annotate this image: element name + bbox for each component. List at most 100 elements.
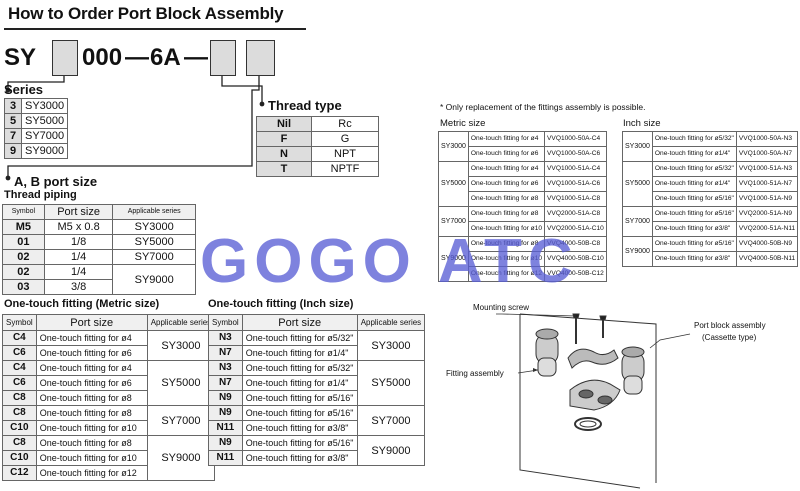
code-prefix: SY xyxy=(4,44,37,71)
code-mid: 000 xyxy=(82,44,123,71)
table-row: One-touch fitting for ø1/4"VVQ1000-51A-N… xyxy=(623,176,799,192)
symbol-cell: N3 xyxy=(208,330,243,346)
thread-value: G xyxy=(311,131,379,147)
fitting-size-cell: One-touch fitting for ø1/4" xyxy=(651,146,737,162)
fitting-size-cell: One-touch fitting for ø1/4" xyxy=(651,176,737,192)
thread-key: N xyxy=(256,146,312,162)
thread-key: T xyxy=(256,161,312,177)
fitting-size-cell: One-touch fitting for ø12 xyxy=(467,266,546,282)
series-cell: SY3000 xyxy=(112,219,196,235)
part-number-cell: VVQ1000-50A-C4 xyxy=(544,131,607,147)
symbol-cell: C4 xyxy=(2,360,37,376)
series-cell: SY5000 xyxy=(112,234,196,250)
series-cell: SY5000 xyxy=(146,360,216,406)
series-value: SY5000 xyxy=(20,113,69,129)
symbol-cell: 02 xyxy=(2,249,45,265)
metric-size-label: Metric size xyxy=(440,118,486,129)
part-number-cell: VVQ1000-51A-C4 xyxy=(544,161,607,177)
fitting-size-cell: One-touch fitting for ø4 xyxy=(467,161,546,177)
thread-value: NPTF xyxy=(311,161,379,177)
symbol-cell: C4 xyxy=(2,330,37,346)
series-cell: SY3000 xyxy=(622,131,653,162)
size-cell: One-touch fitting for ø8 xyxy=(35,405,148,421)
symbol-cell: N9 xyxy=(208,435,243,451)
series-cell: SY9000 xyxy=(146,435,216,481)
fitting-size-cell: One-touch fitting for ø5/16" xyxy=(651,236,737,252)
series-key: 5 xyxy=(4,113,22,129)
part-number-cell: VVQ2000-51A-N11 xyxy=(735,221,799,237)
size-cell: 3/8 xyxy=(43,279,114,295)
part-number-cell: VVQ1000-51A-N7 xyxy=(735,176,799,192)
symbol-cell: N7 xyxy=(208,375,243,391)
metric-fitting-label: One-touch fitting (Metric size) xyxy=(4,298,160,310)
series-cell: SY9000 xyxy=(438,236,469,282)
series-cell: SY5000 xyxy=(356,360,426,406)
fitting-size-cell: One-touch fitting for ø3/8" xyxy=(651,251,737,267)
col-header: Symbol xyxy=(2,204,45,220)
fitting-size-cell: One-touch fitting for ø5/16" xyxy=(651,206,737,222)
part-number-cell: VVQ1000-50A-N3 xyxy=(735,131,799,147)
size-cell: One-touch fitting for ø3/8" xyxy=(241,450,358,466)
thread-key: F xyxy=(256,131,312,147)
part-number-cell: VVQ1000-51A-C8 xyxy=(544,191,607,207)
ab-port-label: A, B port size xyxy=(14,174,98,189)
thread-code-box xyxy=(210,40,236,76)
port-block-sub-label: (Cassette type) xyxy=(702,333,757,342)
size-cell: One-touch fitting for ø6 xyxy=(35,375,148,391)
symbol-cell: 03 xyxy=(2,279,45,295)
symbol-cell: C10 xyxy=(2,420,37,436)
port-block-diagram xyxy=(496,313,691,489)
size-cell: One-touch fitting for ø5/16" xyxy=(241,390,358,406)
size-cell: One-touch fitting for ø1/4" xyxy=(241,375,358,391)
size-cell: One-touch fitting for ø3/8" xyxy=(241,420,358,436)
series-value: SY3000 xyxy=(20,98,69,114)
inch-fitting-label: One-touch fitting (Inch size) xyxy=(208,298,354,310)
fitting-size-cell: One-touch fitting for ø5/32" xyxy=(651,131,737,147)
symbol-cell: N9 xyxy=(208,405,243,421)
series-cell: SY5000 xyxy=(438,161,469,207)
code-connector-lines xyxy=(5,76,265,181)
port-code-box xyxy=(246,40,275,76)
thread-key: Nil xyxy=(256,116,312,132)
table-row: One-touch fitting for ø1/4"VVQ1000-50A-N… xyxy=(623,146,799,162)
fitting-size-cell: One-touch fitting for ø8 xyxy=(467,206,546,222)
thread-value: NPT xyxy=(311,146,379,162)
series-cell: SY3000 xyxy=(438,131,469,162)
thread-value: Rc xyxy=(311,116,379,132)
symbol-cell: C6 xyxy=(2,375,37,391)
symbol-cell: N11 xyxy=(208,420,243,436)
thread-piping-label: Thread piping xyxy=(4,189,77,201)
size-cell: 1/8 xyxy=(43,234,114,250)
mounting-screw-label: Mounting screw xyxy=(473,303,530,312)
size-cell: One-touch fitting for ø8 xyxy=(35,435,148,451)
part-number-cell: VVQ2000-51A-N9 xyxy=(735,206,799,222)
symbol-cell: C8 xyxy=(2,435,37,451)
size-cell: One-touch fitting for ø5/16" xyxy=(241,405,358,421)
series-cell: SY9000 xyxy=(112,264,196,295)
fitting-size-cell: One-touch fitting for ø4 xyxy=(467,131,546,147)
port-block-label: Port block assembly xyxy=(694,321,766,330)
table-row: One-touch fitting for ø3/8"VVQ4000-50B-N… xyxy=(623,251,799,267)
fitting-size-cell: One-touch fitting for ø5/16" xyxy=(651,191,737,207)
